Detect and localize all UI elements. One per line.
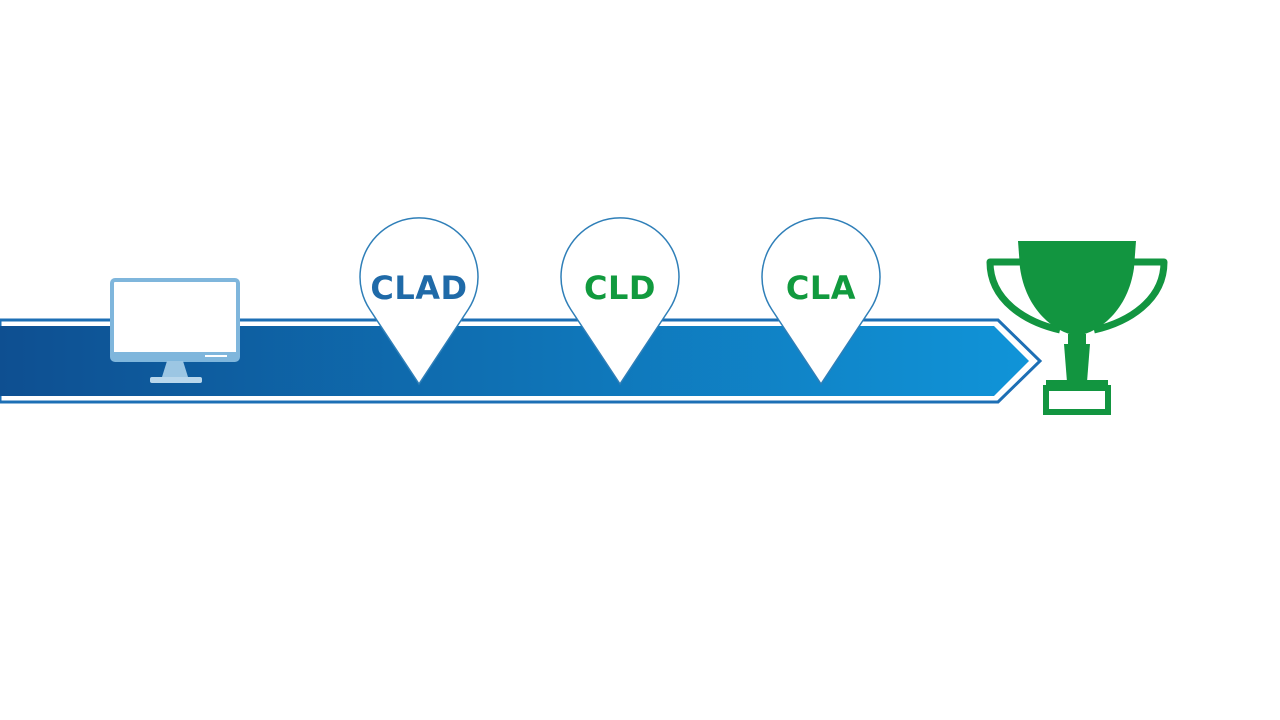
pin-shape [560, 217, 680, 386]
milestone-label: CLAD [370, 269, 467, 307]
milestone-pin-cld: CLD [560, 217, 680, 386]
milestone-label: CLD [584, 269, 656, 307]
pin-shape [359, 217, 479, 386]
milestone-pin-clad: CLAD [359, 217, 479, 386]
progress-arrow [0, 318, 1043, 404]
monitor-icon [110, 278, 240, 383]
pin-shape [761, 217, 881, 386]
milestone-pin-cla: CLA [761, 217, 881, 386]
milestone-label: CLA [786, 269, 856, 307]
trophy-icon [986, 241, 1168, 415]
milestone-pins: CLAD CLD CLA [359, 217, 881, 386]
